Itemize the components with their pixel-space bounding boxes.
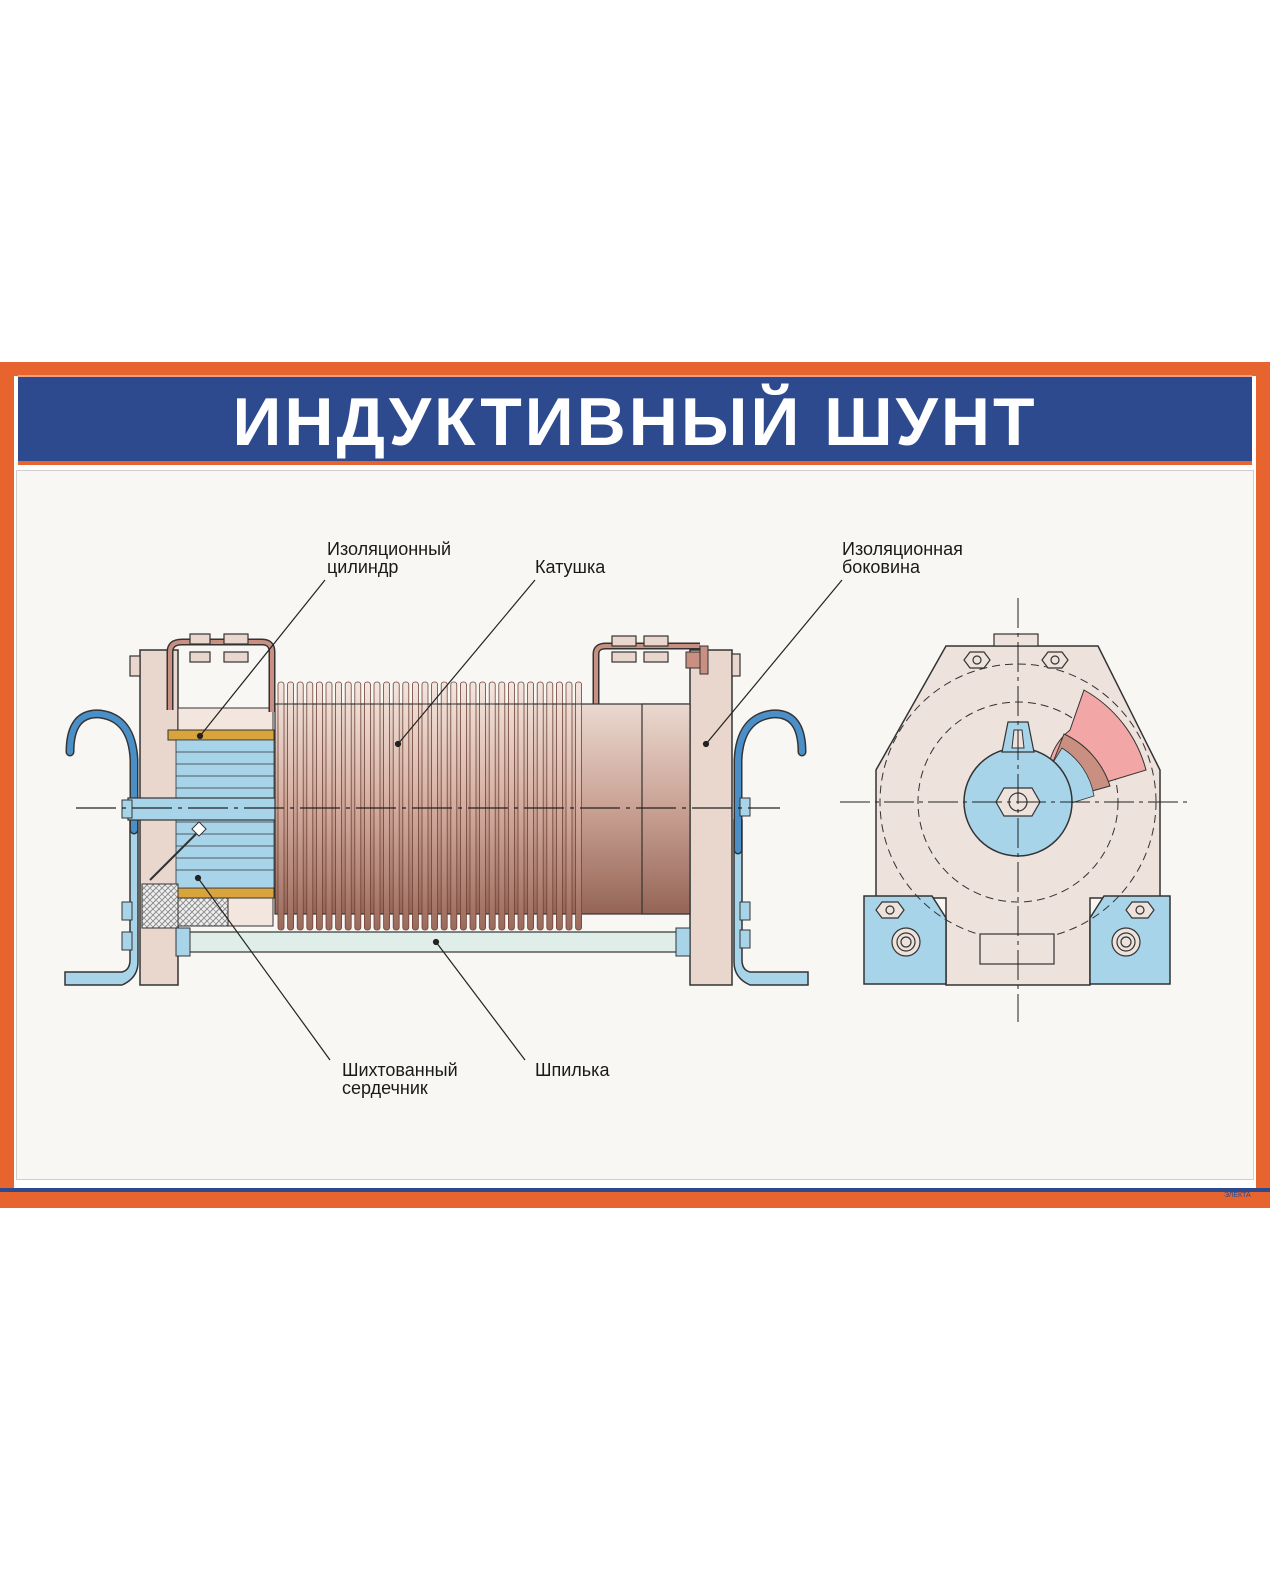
coil-turn <box>450 681 458 931</box>
insulation-strip-bottom <box>167 887 275 899</box>
strap-nuts <box>129 633 741 677</box>
coil-turn <box>507 681 515 931</box>
coil-turn <box>546 681 554 931</box>
insulation-strip-top <box>167 729 275 741</box>
label-insulating-cylinder-1: Изоляционный <box>327 539 451 559</box>
side-view <box>64 633 809 986</box>
label-insulating-sidewall-1: Изоляционная <box>842 539 963 559</box>
coil-turn <box>344 681 352 931</box>
right-hook-fill <box>735 710 805 853</box>
coil-turn <box>335 681 343 931</box>
side-bolts <box>121 797 751 951</box>
bottom-blue-stripe <box>0 1188 1270 1192</box>
label-coil: Катушка <box>535 557 606 577</box>
coil-turn <box>306 681 314 931</box>
left-hook-fill <box>67 710 137 833</box>
coil-turn <box>556 681 563 931</box>
coil-turn <box>411 681 419 931</box>
label-laminated-core-2: сердечник <box>342 1078 428 1098</box>
coil-turn <box>488 681 496 931</box>
nameplate <box>979 933 1055 965</box>
coil-turn <box>440 681 448 931</box>
coil-turns <box>277 681 582 931</box>
coil-turn <box>392 681 400 931</box>
coil-end-ring <box>641 703 691 915</box>
coil-turn <box>325 681 333 931</box>
coil-turn <box>383 681 391 931</box>
coil-turn <box>402 681 410 931</box>
coil-turn <box>287 681 295 931</box>
coil-turn <box>315 681 323 931</box>
leader-lines <box>194 579 843 1061</box>
coil-turn <box>527 681 534 931</box>
label-stud: Шпилька <box>535 1060 610 1080</box>
coil-turn <box>277 681 285 931</box>
coil-turn <box>421 681 429 931</box>
end-view <box>840 598 1192 1022</box>
top-nuts <box>963 651 1069 669</box>
coil-turn <box>479 681 487 931</box>
axle <box>127 797 277 821</box>
coil-turn <box>459 681 467 931</box>
coil-turn <box>469 681 477 931</box>
right-end-plate <box>689 649 733 986</box>
coil-turn <box>354 681 362 931</box>
hatched-insulation <box>141 883 179 929</box>
coil-turn <box>565 681 573 931</box>
right-hook <box>733 709 807 855</box>
foot-nuts <box>875 901 1155 957</box>
publisher-logo: ЭЛЕКТА <box>1224 1192 1251 1199</box>
page-title: ИНДУКТИВНЫЙ ШУНТ <box>232 384 1038 460</box>
coil-turn <box>498 681 506 931</box>
title-band: ИНДУКТИВНЫЙ ШУНТ <box>18 375 1252 461</box>
coil-turn <box>536 681 544 931</box>
left-strap <box>166 638 276 712</box>
coil-turn <box>363 681 371 931</box>
coil-turn <box>296 681 304 931</box>
label-laminated-core-1: Шихтованный <box>342 1060 458 1080</box>
coil-turn <box>431 681 439 931</box>
label-insulating-cylinder-2: цилиндр <box>327 557 398 577</box>
coil-turn <box>575 681 582 931</box>
coil-turn <box>373 681 381 931</box>
label-insulating-sidewall-2: боковина <box>842 557 921 577</box>
labels: Изоляционный цилиндр Катушка Изоляционна… <box>327 539 963 1098</box>
coil-turn <box>517 681 525 931</box>
title-underline <box>18 461 1252 465</box>
bottom-band <box>0 1188 1270 1208</box>
